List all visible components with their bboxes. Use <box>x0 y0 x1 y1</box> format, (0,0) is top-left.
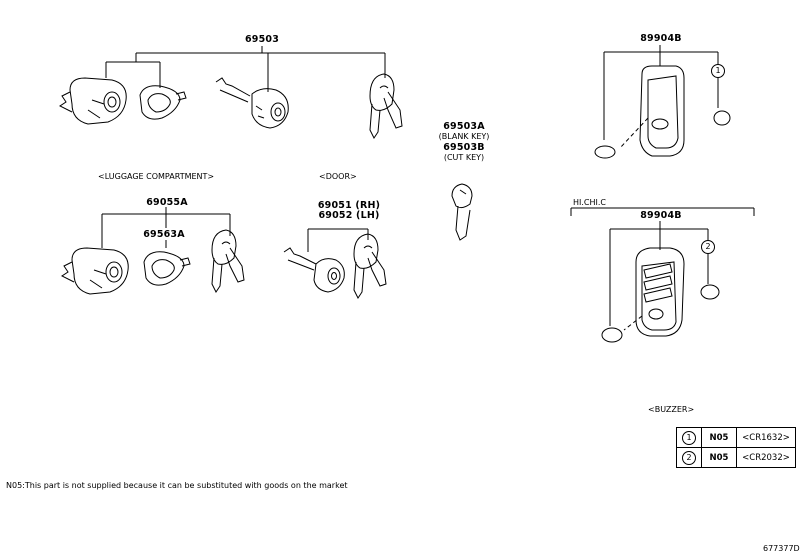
table-row: 2 N05 <CR2032> <box>676 447 796 468</box>
luggage-lock-cylinder-top <box>59 77 127 125</box>
bracket-69055A <box>101 207 231 248</box>
key-door <box>353 233 387 299</box>
callout-2: 2 <box>705 242 711 251</box>
bracket-69051 <box>307 228 369 252</box>
row-callout-2: 2 <box>682 450 696 465</box>
luggage-gasket-bottom <box>143 251 191 286</box>
label-door: <DOOR> <box>319 172 357 181</box>
bracket-69503 <box>105 46 386 92</box>
label-69503A: 69503A <box>443 121 485 132</box>
battery-top-left <box>594 145 616 159</box>
door-lock-cylinder-bottom <box>283 247 345 293</box>
label-blank-key: (BLANK KEY) <box>438 132 490 141</box>
label-69052: 69052 (LH) <box>318 210 380 221</box>
label-89904B-top: 89904B <box>640 33 682 44</box>
label-89904B-bottom: 89904B <box>640 210 682 221</box>
label-luggage-compartment: <LUGGAGE COMPARTMENT> <box>98 172 215 181</box>
label-69051: 69051 (RH) <box>317 200 381 211</box>
row-callout-1: 1 <box>682 430 696 445</box>
label-hichlc: HI.CHI.C <box>573 198 607 207</box>
label-69055A: 69055A <box>146 197 188 208</box>
key-blank-cut <box>451 183 473 241</box>
label-69563A: 69563A <box>143 229 185 240</box>
table-row: 1 N05 <CR1632> <box>676 427 796 448</box>
key-luggage <box>211 229 245 293</box>
bracket-89904B-bottom <box>609 221 709 326</box>
battery-top-right <box>713 110 731 126</box>
callout-1: 1 <box>715 66 721 75</box>
luggage-gasket-top <box>139 85 187 120</box>
row-battery: <CR1632> <box>736 427 796 448</box>
label-cut-key: (CUT KEY) <box>443 153 485 162</box>
bracket-hichlc <box>570 207 755 216</box>
bracket-89904B-top <box>603 45 719 140</box>
door-lock-cylinder-top <box>215 77 289 129</box>
battery-bottom-left <box>601 327 623 343</box>
row-battery: <CR2032> <box>736 447 796 468</box>
label-69503B: 69503B <box>443 142 485 153</box>
label-buzzer: <BUZZER> <box>648 405 695 414</box>
luggage-lock-cylinder-bottom <box>61 247 129 295</box>
label-69503: 69503 <box>244 34 280 45</box>
row-code: N05 <box>701 447 737 468</box>
footnote: N05:This part is not supplied because it… <box>6 481 348 490</box>
callout-1-circle <box>711 64 725 78</box>
buzzer-table: 1 N05 <CR1632> 2 N05 <CR2032> <box>676 427 796 468</box>
row-code: N05 <box>701 427 737 448</box>
remote-fob-bottom <box>623 247 685 337</box>
callout-2-circle <box>701 240 715 254</box>
diagram-id: 677377D <box>763 544 800 553</box>
battery-bottom-right <box>700 284 720 300</box>
remote-fob-top <box>619 65 685 157</box>
key-top <box>369 73 403 139</box>
